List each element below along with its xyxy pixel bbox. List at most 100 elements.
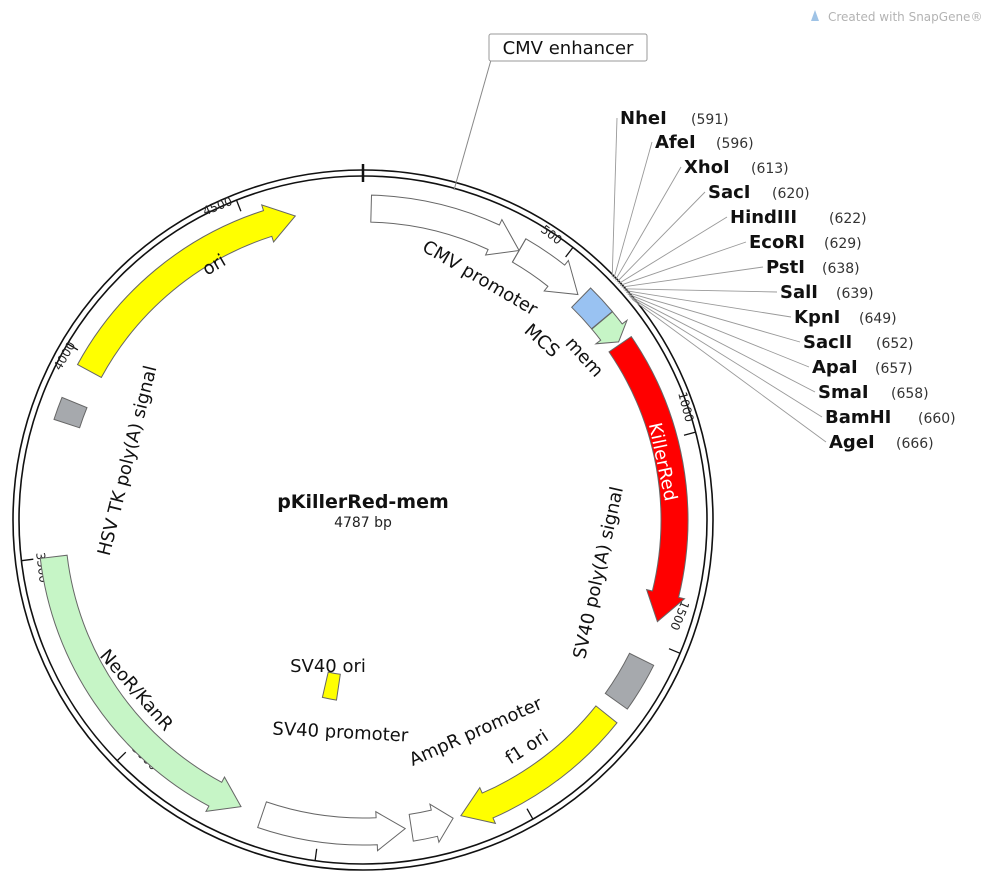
watermark-text: Created with SnapGene® (828, 10, 982, 24)
feature-label-hsv-tk-polya-signal: HSV TK poly(A) signal (94, 364, 162, 558)
site-pos-ecori: (629) (824, 236, 862, 252)
site-pos-saci: (620) (772, 186, 810, 202)
tick-mark-3000 (116, 751, 127, 762)
feature-label-sv40-promoter: SV40 promoter (272, 718, 409, 746)
plasmid-backbone (12, 164, 714, 871)
feature-hsv-tk-poly-a-signal[interactable] (53, 396, 88, 429)
cmv-enhancer-leader-line (453, 59, 492, 191)
site-leader-line (616, 191, 706, 283)
feature-cmv-promoter[interactable] (511, 238, 579, 296)
site-nhei[interactable]: NheI (591) (620, 108, 729, 129)
site-pos-kpni: (649) (859, 311, 897, 327)
tick-label-1000: 1000 (675, 390, 696, 423)
feature-label-sv40-polya-signal: SV40 poly(A) signal (569, 485, 628, 661)
site-leader-line (628, 295, 816, 393)
site-pos-agei: (666) (896, 436, 934, 452)
site-pos-smai: (658) (891, 386, 929, 402)
tick-mark-4000 (67, 343, 79, 351)
snapgene-logo-icon (811, 10, 819, 21)
site-leader-line (624, 290, 792, 318)
site-leader-line (621, 266, 764, 288)
tick-mark-3500 (21, 558, 34, 562)
site-name-bamhi: BamHI (825, 407, 891, 428)
feature-ampr-promoter[interactable] (408, 803, 454, 844)
cmv-boundary-line (511, 238, 527, 263)
site-name-hindiii: HindIII (730, 207, 797, 228)
tick-mark-4500 (235, 199, 242, 212)
tick-mark-500 (565, 247, 574, 258)
site-ecori[interactable]: EcoRI (629) (749, 232, 862, 253)
site-name-afei: AfeI (655, 132, 696, 153)
site-leader-line (625, 291, 801, 343)
site-name-sali: SalI (780, 282, 818, 303)
feature-sv40-ori[interactable] (321, 671, 341, 701)
tick-mark-1000 (683, 431, 696, 436)
site-pos-psti: (638) (822, 261, 860, 277)
feature-sv40-poly-a-signal[interactable] (604, 652, 655, 710)
feature-killerred[interactable] (608, 335, 689, 623)
site-name-sacii: SacII (803, 332, 852, 353)
site-leader-line (627, 293, 810, 368)
feature-neor-kanr[interactable] (39, 554, 242, 813)
feature-mem[interactable] (591, 311, 629, 345)
site-hindiii[interactable]: HindIII (622) (730, 207, 867, 228)
site-pos-apai: (657) (875, 361, 913, 377)
site-name-agei: AgeI (829, 432, 875, 453)
site-pos-xhoi: (613) (751, 161, 789, 177)
feature-labels: CMV enhancer CMV promoter MCS mem Killer… (94, 33, 681, 771)
site-name-nhei: NheI (620, 108, 667, 129)
site-name-ecori: EcoRI (749, 232, 805, 253)
site-name-saci: SacI (708, 182, 750, 203)
site-afei[interactable]: AfeI (596) (655, 132, 754, 153)
cmv-enhancer-callout[interactable]: CMV enhancer (453, 33, 648, 191)
site-leader-line (613, 141, 653, 279)
plasmid-name: pKillerRed-mem (277, 491, 449, 513)
site-apai[interactable]: ApaI (657) (812, 357, 913, 378)
site-pos-hindiii: (622) (829, 211, 867, 227)
site-agei[interactable]: AgeI (666) (829, 432, 934, 453)
tick-mark-2000 (526, 808, 534, 820)
site-pos-bamhi: (660) (918, 411, 956, 427)
site-pos-sali: (639) (836, 286, 874, 302)
snapgene-watermark: Created with SnapGene® (811, 10, 982, 24)
cmv-enhancer-label-box (488, 33, 648, 62)
restriction-site-labels: NheI(591) AfeI(596) XhoI(613) SacI(620) … (620, 108, 956, 453)
feature-label-sv40-ori: SV40 ori (290, 656, 366, 677)
site-psti[interactable]: PstI (638) (766, 257, 860, 278)
site-leader-line (623, 288, 778, 293)
tick-mark-1500 (668, 648, 681, 654)
tick-mark-2500 (314, 848, 318, 861)
site-leader-line (614, 166, 682, 281)
site-pos-sacii: (652) (876, 336, 914, 352)
feature-sv40-promoter[interactable] (257, 801, 407, 852)
feature-ori[interactable] (76, 204, 297, 379)
feature-cmv-enhancer[interactable] (370, 194, 520, 256)
site-smai[interactable]: SmaI (658) (818, 382, 929, 403)
feature-label-mcs: MCS (520, 320, 563, 362)
site-name-psti: PstI (766, 257, 805, 278)
site-leader-line (618, 216, 728, 285)
site-leader-line (619, 241, 747, 286)
site-pos-nhei: (591) (691, 112, 729, 128)
site-leader-line (630, 297, 823, 418)
site-leader-line (611, 117, 618, 278)
site-name-xhoi: XhoI (684, 157, 730, 178)
feature-f1-ori[interactable] (460, 705, 618, 825)
site-name-kpni: KpnI (794, 307, 840, 328)
site-name-apai: ApaI (812, 357, 858, 378)
site-xhoi[interactable]: XhoI (613) (684, 157, 789, 178)
site-sacii[interactable]: SacII (652) (803, 332, 914, 353)
site-leader-line (631, 298, 827, 443)
plasmid-length: 4787 bp (334, 515, 392, 531)
feature-label-cmv-enhancer: CMV enhancer (503, 38, 634, 59)
tick-label-4000: 4000 (51, 339, 79, 372)
site-bamhi[interactable]: BamHI (660) (825, 407, 956, 428)
site-sali[interactable]: SalI (639) (780, 282, 874, 303)
site-saci[interactable]: SacI (620) (708, 182, 810, 203)
site-pos-afei: (596) (716, 136, 754, 152)
features (39, 194, 689, 852)
restriction-site-lines (611, 117, 827, 443)
site-kpni[interactable]: KpnI (649) (794, 307, 897, 328)
site-name-smai: SmaI (818, 382, 869, 403)
